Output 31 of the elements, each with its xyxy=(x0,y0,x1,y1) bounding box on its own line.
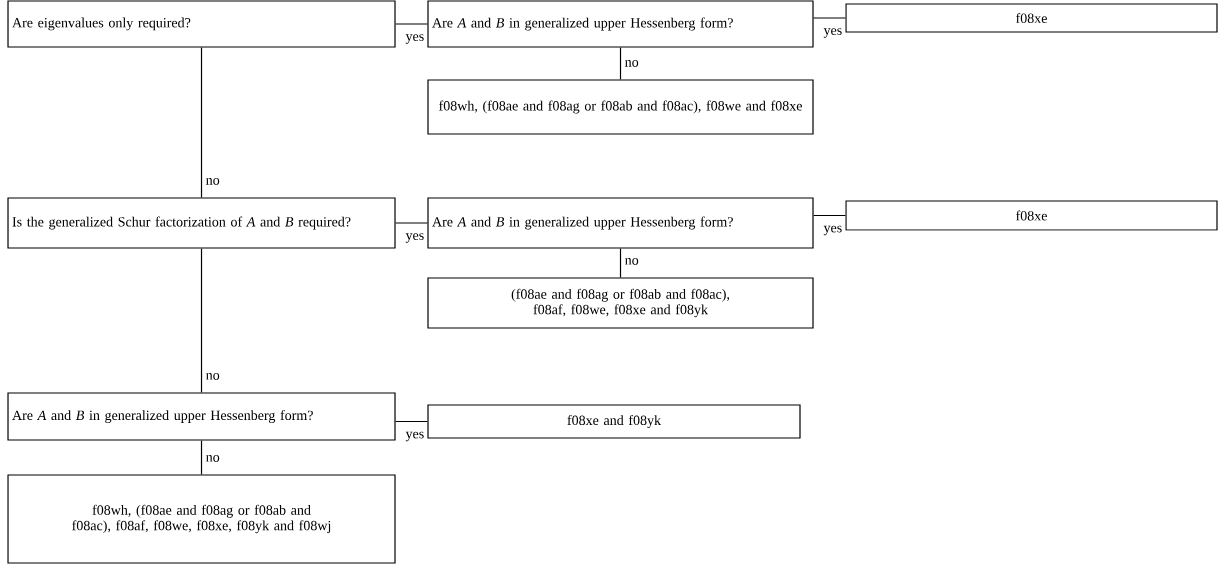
edge-label: no xyxy=(206,373,220,380)
connector-line xyxy=(813,17,846,19)
edge-label: yes xyxy=(823,225,842,236)
result-box: f08xe and f08yk xyxy=(427,404,801,439)
question-box: Are A and B in generalized upper Hessenberg form? xyxy=(427,197,814,249)
edge-label: yes xyxy=(823,28,842,38)
connector-line xyxy=(200,248,203,393)
connector-line xyxy=(200,47,203,198)
edge-label: no xyxy=(206,455,220,462)
question-box: Are A and B in generalized upper Hessenberg form? xyxy=(427,0,814,48)
result-box: (f08ae and f08ag or f08ab and f08ac), f08af, f08we, f08xe and f08yk xyxy=(427,277,814,329)
connector-line xyxy=(619,47,622,80)
edge-label: no xyxy=(206,178,220,185)
connector-line xyxy=(619,248,622,278)
connector-line xyxy=(813,214,846,217)
result-box: f08xe xyxy=(845,3,1218,33)
edge-label: yes xyxy=(405,431,424,442)
connector-line xyxy=(395,420,428,423)
edge-label: yes xyxy=(405,34,424,44)
question-box: Are A and B in generalized upper Hessenberg form? xyxy=(7,392,396,441)
connector-line xyxy=(395,23,428,25)
connector-line xyxy=(200,440,203,475)
question-box: Is the generalized Schur factorization of A and B required? xyxy=(7,197,396,249)
edge-label: yes xyxy=(405,233,424,243)
edge-label: no xyxy=(625,258,639,265)
question-box: Are eigenvalues only required? xyxy=(7,0,396,48)
result-box: f08wh, (f08ae and f08ag or f08ab and f08ac), f08we and f08xe xyxy=(427,79,814,135)
result-box: f08xe xyxy=(845,200,1218,231)
result-box: f08wh, (f08ae and f08ag or f08ab and f08ac), f08af, f08we, f08xe, f08yk and f08wj xyxy=(7,474,396,564)
edge-label: no xyxy=(625,60,639,67)
connector-line xyxy=(395,222,428,224)
